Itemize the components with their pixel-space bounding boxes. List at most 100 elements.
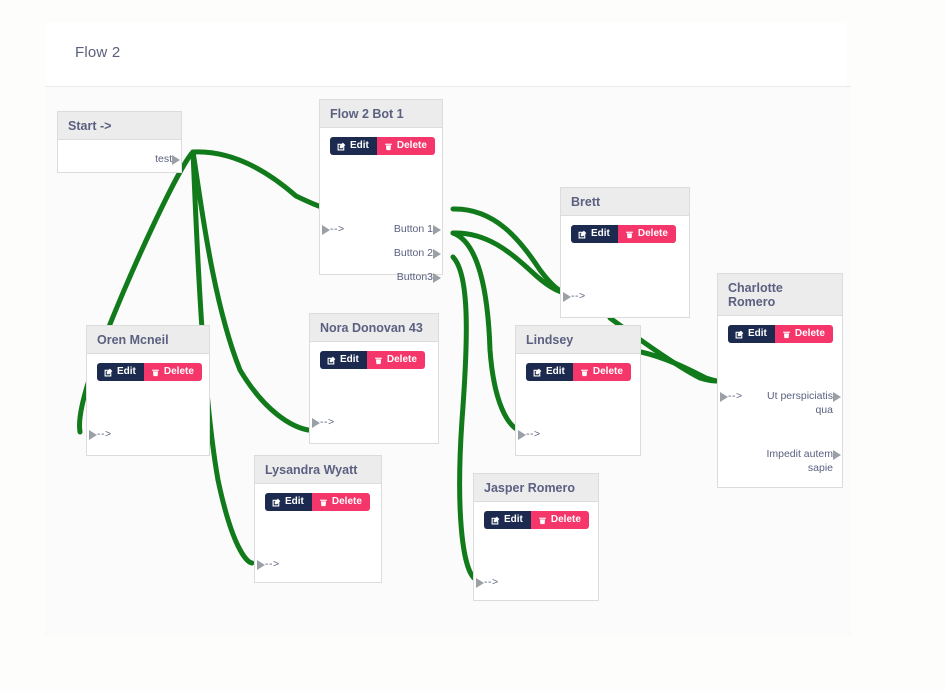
output-port-impedit-autem-sapie[interactable]: Impedit autem sapie bbox=[763, 447, 841, 475]
output-port-button-1[interactable]: Button 1 bbox=[394, 222, 441, 236]
node-title: Charlotte Romero bbox=[718, 274, 842, 316]
output-port-button-2[interactable]: Button 2 bbox=[393, 246, 441, 260]
node-lindsey[interactable]: Lindsey Edit Delete --> bbox=[515, 325, 641, 456]
input-port[interactable]: --> bbox=[563, 289, 586, 303]
trash-icon bbox=[374, 356, 383, 365]
output-port-button-3[interactable]: Button3 bbox=[397, 270, 441, 284]
edit-button[interactable]: Edit bbox=[320, 351, 367, 369]
edit-button[interactable]: Edit bbox=[571, 225, 618, 243]
trash-icon bbox=[538, 516, 547, 525]
edit-button[interactable]: Edit bbox=[728, 325, 775, 343]
node-body: Edit Delete --> bbox=[255, 484, 381, 581]
pencil-square-icon bbox=[272, 498, 281, 507]
node-jasper-romero[interactable]: Jasper Romero Edit Delete --> bbox=[473, 473, 599, 601]
pencil-square-icon bbox=[578, 230, 587, 239]
node-brett[interactable]: Brett Edit Delete --> bbox=[560, 187, 690, 318]
port-arrow-icon bbox=[433, 225, 441, 235]
edit-button[interactable]: Edit bbox=[265, 493, 312, 511]
delete-button-label: Delete bbox=[592, 366, 623, 377]
delete-button[interactable]: Delete bbox=[143, 363, 202, 381]
trash-icon bbox=[384, 142, 393, 151]
pencil-square-icon bbox=[491, 516, 500, 525]
node-lysandra-wyatt[interactable]: Lysandra Wyatt Edit Delete --> bbox=[254, 455, 382, 583]
edit-button[interactable]: Edit bbox=[484, 511, 531, 529]
node-title: Start -> bbox=[58, 112, 181, 140]
edit-button-label: Edit bbox=[340, 354, 359, 365]
output-port-ut-perspiciatis-qua[interactable]: Ut perspiciatis qua bbox=[763, 389, 841, 417]
delete-button[interactable]: Delete bbox=[366, 351, 425, 369]
delete-button[interactable]: Delete bbox=[530, 511, 589, 529]
node-title: Oren Mcneil bbox=[87, 326, 209, 354]
port-arrow-icon bbox=[720, 392, 728, 402]
pencil-square-icon bbox=[327, 356, 336, 365]
port-arrow-icon bbox=[563, 292, 571, 302]
edit-button[interactable]: Edit bbox=[330, 137, 377, 155]
node-body: test bbox=[58, 140, 181, 171]
node-body: Edit Delete --> bbox=[516, 354, 640, 454]
input-port[interactable]: --> bbox=[720, 389, 743, 403]
delete-button[interactable]: Delete bbox=[376, 137, 435, 155]
delete-button-label: Delete bbox=[386, 354, 417, 365]
port-arrow-icon bbox=[518, 430, 526, 440]
port-arrow-icon bbox=[312, 418, 320, 428]
edit-button-label: Edit bbox=[748, 328, 767, 339]
input-port[interactable]: --> bbox=[476, 575, 499, 589]
node-charlotte-romero[interactable]: Charlotte Romero Edit Delete --> Ut pers… bbox=[717, 273, 843, 488]
port-arrow-icon bbox=[322, 225, 330, 235]
port-arrow-icon bbox=[833, 392, 841, 402]
delete-button-label: Delete bbox=[396, 140, 427, 151]
input-port[interactable]: --> bbox=[518, 427, 541, 441]
pencil-square-icon bbox=[337, 142, 346, 151]
port-arrow-icon bbox=[476, 578, 484, 588]
node-title: Lysandra Wyatt bbox=[255, 456, 381, 484]
edit-button-label: Edit bbox=[591, 228, 610, 239]
node-action-buttons: Edit Delete bbox=[516, 354, 640, 381]
node-body: Edit Delete --> Button 1 Button 2 But bbox=[320, 128, 442, 283]
edit-button[interactable]: Edit bbox=[526, 363, 573, 381]
node-title: Lindsey bbox=[516, 326, 640, 354]
node-body: Edit Delete --> bbox=[87, 354, 209, 454]
node-action-buttons: Edit Delete bbox=[310, 342, 438, 369]
node-oren-mcneil[interactable]: Oren Mcneil Edit Delete --> bbox=[86, 325, 210, 456]
edit-button-label: Edit bbox=[285, 496, 304, 507]
pencil-square-icon bbox=[533, 368, 542, 377]
input-port[interactable]: --> bbox=[257, 557, 280, 571]
node-body: Edit Delete --> bbox=[310, 342, 438, 442]
node-start[interactable]: Start -> test bbox=[57, 111, 182, 173]
trash-icon bbox=[625, 230, 634, 239]
delete-button[interactable]: Delete bbox=[572, 363, 631, 381]
node-title: Nora Donovan 43 bbox=[310, 314, 438, 342]
input-port[interactable]: --> bbox=[322, 222, 345, 236]
output-port-label: Button 2 bbox=[393, 247, 433, 259]
input-port-label: --> bbox=[728, 390, 743, 402]
delete-button[interactable]: Delete bbox=[311, 493, 370, 511]
node-action-buttons: Edit Delete bbox=[320, 128, 442, 155]
input-port[interactable]: --> bbox=[89, 427, 112, 441]
delete-button-label: Delete bbox=[794, 328, 825, 339]
output-port-label: Ut perspiciatis qua bbox=[767, 390, 833, 417]
input-port-label: --> bbox=[97, 428, 112, 440]
node-action-buttons: Edit Delete bbox=[474, 502, 598, 529]
output-port-label: test bbox=[155, 153, 172, 165]
node-nora-donovan-43[interactable]: Nora Donovan 43 Edit Delete --> bbox=[309, 313, 439, 444]
delete-button-label: Delete bbox=[163, 366, 194, 377]
node-body: Edit Delete --> bbox=[474, 502, 598, 599]
node-flow2bot1[interactable]: Flow 2 Bot 1 Edit Delete --> Button 1 bbox=[319, 99, 443, 283]
node-title: Flow 2 Bot 1 bbox=[320, 100, 442, 128]
delete-button[interactable]: Delete bbox=[617, 225, 676, 243]
delete-button-label: Delete bbox=[331, 496, 362, 507]
edit-button[interactable]: Edit bbox=[97, 363, 144, 381]
trash-icon bbox=[782, 330, 791, 339]
edit-button-label: Edit bbox=[546, 366, 565, 377]
trash-icon bbox=[319, 498, 328, 507]
input-port-label: --> bbox=[484, 576, 499, 588]
trash-icon bbox=[580, 368, 589, 377]
input-port[interactable]: --> bbox=[312, 415, 335, 429]
flow-header-panel: Flow 2 bbox=[45, 22, 846, 86]
edit-button-label: Edit bbox=[350, 140, 369, 151]
node-action-buttons: Edit Delete bbox=[718, 316, 842, 343]
delete-button[interactable]: Delete bbox=[774, 325, 833, 343]
output-port-test[interactable]: test bbox=[155, 152, 180, 166]
page-title: Flow 2 bbox=[75, 44, 121, 61]
